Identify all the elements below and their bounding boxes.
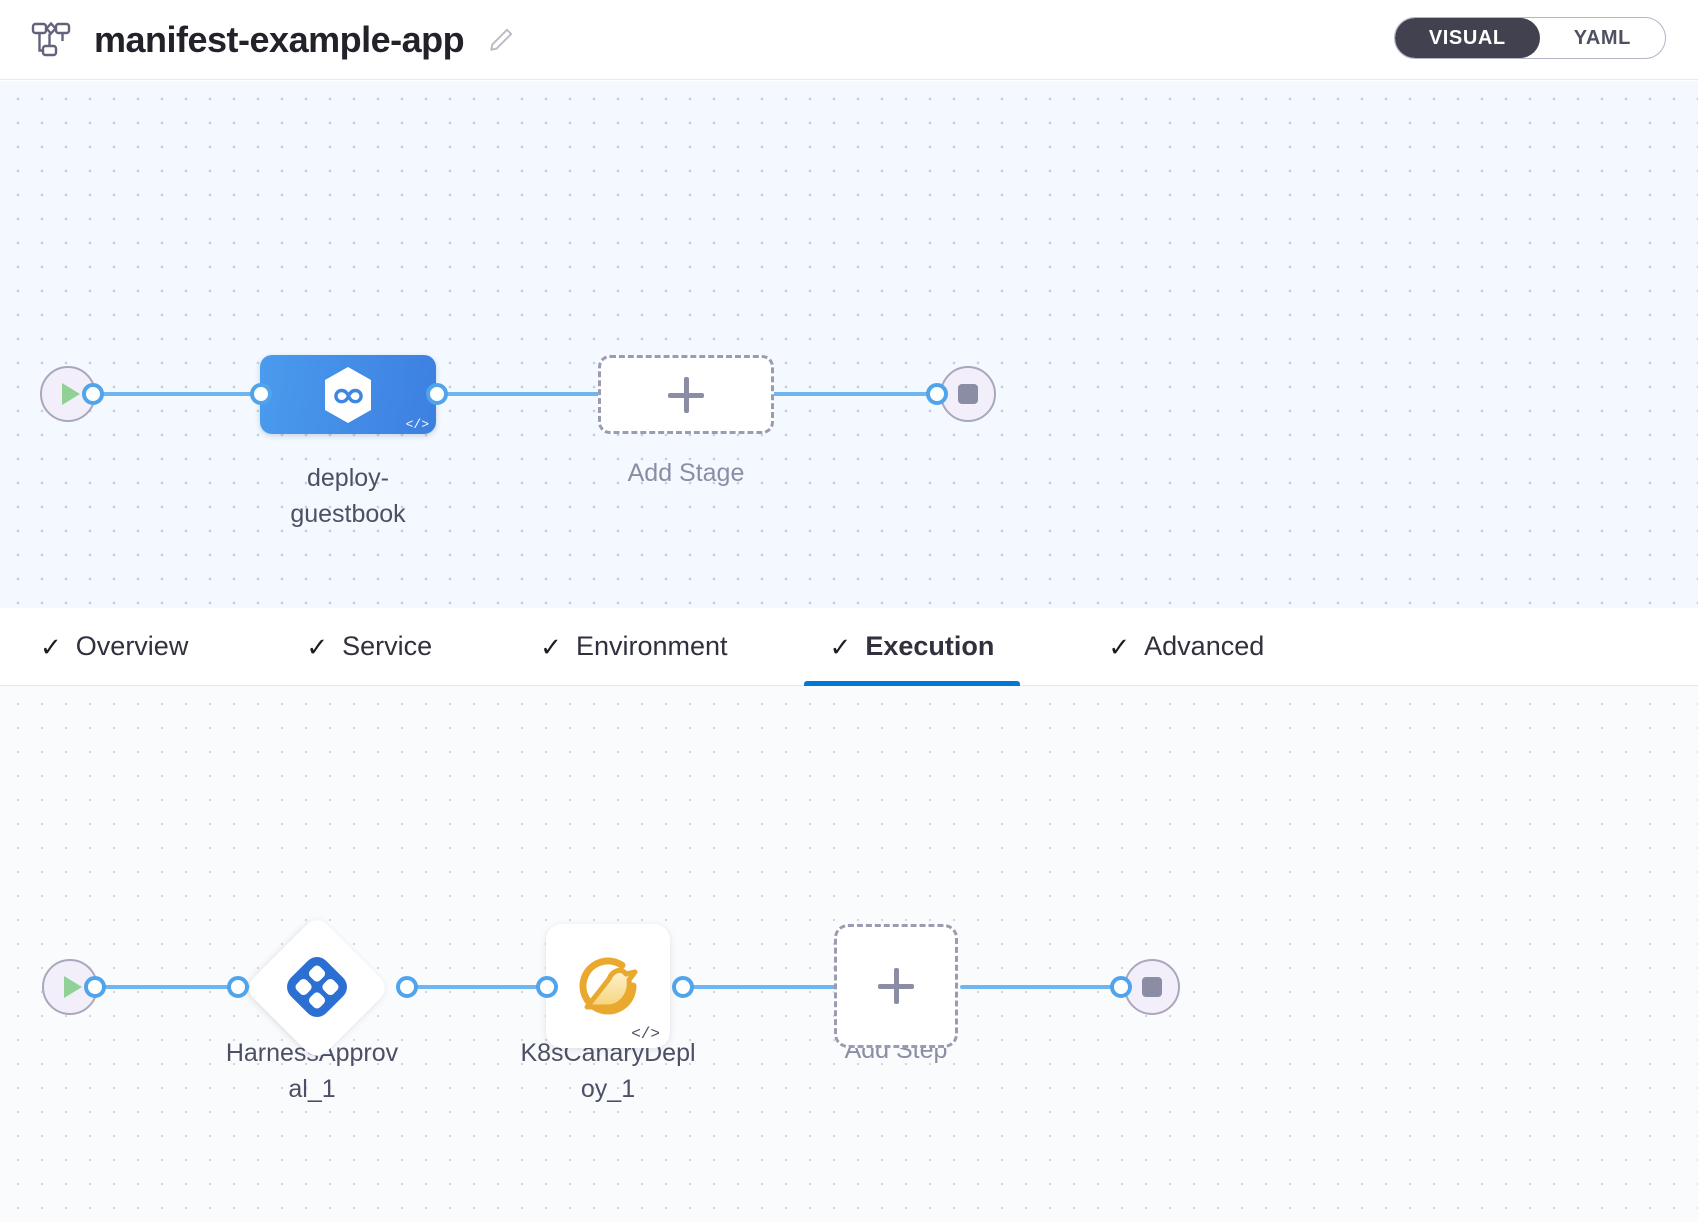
stage-code-badge: </> <box>405 417 429 432</box>
approval-label-line2: al_1 <box>288 1074 336 1103</box>
plus-icon <box>666 375 706 415</box>
stage-out-port[interactable] <box>426 383 448 405</box>
edge-approval-to-canary <box>400 985 550 989</box>
tab-service[interactable]: ✓ Service <box>302 608 436 686</box>
approval-in-port[interactable] <box>227 976 249 998</box>
tab-service-label: Service <box>342 631 433 661</box>
canary-in-port[interactable] <box>536 976 558 998</box>
stop-icon <box>1142 977 1162 997</box>
pipeline-start-node <box>40 366 96 422</box>
stop-icon <box>958 384 978 404</box>
check-icon: ✓ <box>306 631 329 662</box>
edge-addstep-to-end <box>960 985 1130 989</box>
stage-label-line1: deploy- <box>307 464 389 492</box>
check-icon: ✓ <box>540 631 562 662</box>
edge-start-to-stage <box>80 392 270 396</box>
pencil-edit-icon[interactable] <box>486 25 516 55</box>
toggle-visual-button[interactable]: VISUAL <box>1394 18 1540 58</box>
stage-in-port[interactable] <box>250 383 272 405</box>
stage-end-port[interactable] <box>926 383 948 405</box>
toggle-yaml-button[interactable]: YAML <box>1540 18 1665 58</box>
visual-yaml-toggle[interactable]: VISUAL YAML <box>1393 17 1666 59</box>
edge-stage-to-addstage <box>430 392 600 396</box>
stage-label-line2: guestbook <box>290 499 406 528</box>
edge-start-to-approval <box>82 985 250 989</box>
play-icon <box>64 976 82 998</box>
page-header: manifest-example-app VISUAL YAML <box>0 0 1698 80</box>
approval-out-port[interactable] <box>396 976 418 998</box>
execution-end-node <box>1124 959 1180 1015</box>
page-title: manifest-example-app <box>94 18 465 60</box>
tab-overview[interactable]: ✓ Overview <box>36 608 192 686</box>
kubernetes-canary-bird-icon <box>579 957 638 1015</box>
check-icon: ✓ <box>40 631 62 662</box>
plus-icon <box>876 966 916 1006</box>
tab-environment-label: Environment <box>575 631 728 661</box>
add-stage-label: Add Stage <box>627 459 745 487</box>
canary-out-port[interactable] <box>672 976 694 998</box>
stage-config-tabs: ✓ Overview ✓ Service ✓ Environment ✓ Exe… <box>0 608 1698 686</box>
stage-node-deploy-guestbook[interactable]: </> <box>260 355 436 434</box>
add-stage-button[interactable] <box>598 355 774 434</box>
edge-canary-to-addstep <box>676 985 836 989</box>
pipeline-end-node <box>940 366 996 422</box>
edge-addstage-to-end <box>770 392 960 396</box>
step-code-badge: </> <box>631 1025 660 1043</box>
stage-node-label: deploy- guestbook <box>250 461 446 532</box>
tab-advanced[interactable]: ✓ Advanced <box>1104 608 1268 686</box>
tab-execution[interactable]: ✓ Execution <box>803 608 1021 686</box>
tab-execution-label: Execution <box>865 631 995 661</box>
check-icon: ✓ <box>829 631 852 662</box>
execution-end-port[interactable] <box>1110 976 1132 998</box>
add-step-button[interactable] <box>834 924 958 1048</box>
tab-advanced-label: Advanced <box>1144 631 1265 661</box>
pipeline-flow-icon <box>28 17 74 63</box>
tab-overview-label: Overview <box>75 631 189 661</box>
play-icon <box>62 383 80 405</box>
canary-label-line2: oy_1 <box>580 1074 636 1103</box>
tab-environment[interactable]: ✓ Environment <box>536 608 731 686</box>
stage-start-port[interactable] <box>82 383 104 405</box>
execution-graph-canvas[interactable]: HarnessApprov al_1 </> K8sCanaryDepl oy_… <box>0 686 1698 1222</box>
step-node-k8scanarydeploy[interactable]: </> <box>546 924 670 1048</box>
step-label-k8scanarydeploy: K8sCanaryDepl oy_1 <box>494 1036 722 1107</box>
stage-graph-canvas[interactable]: </> deploy- guestbook Add Stage <box>0 81 1698 608</box>
harness-cd-hexagon-icon <box>325 366 371 423</box>
execution-start-port[interactable] <box>84 976 106 998</box>
check-icon: ✓ <box>1108 631 1131 662</box>
